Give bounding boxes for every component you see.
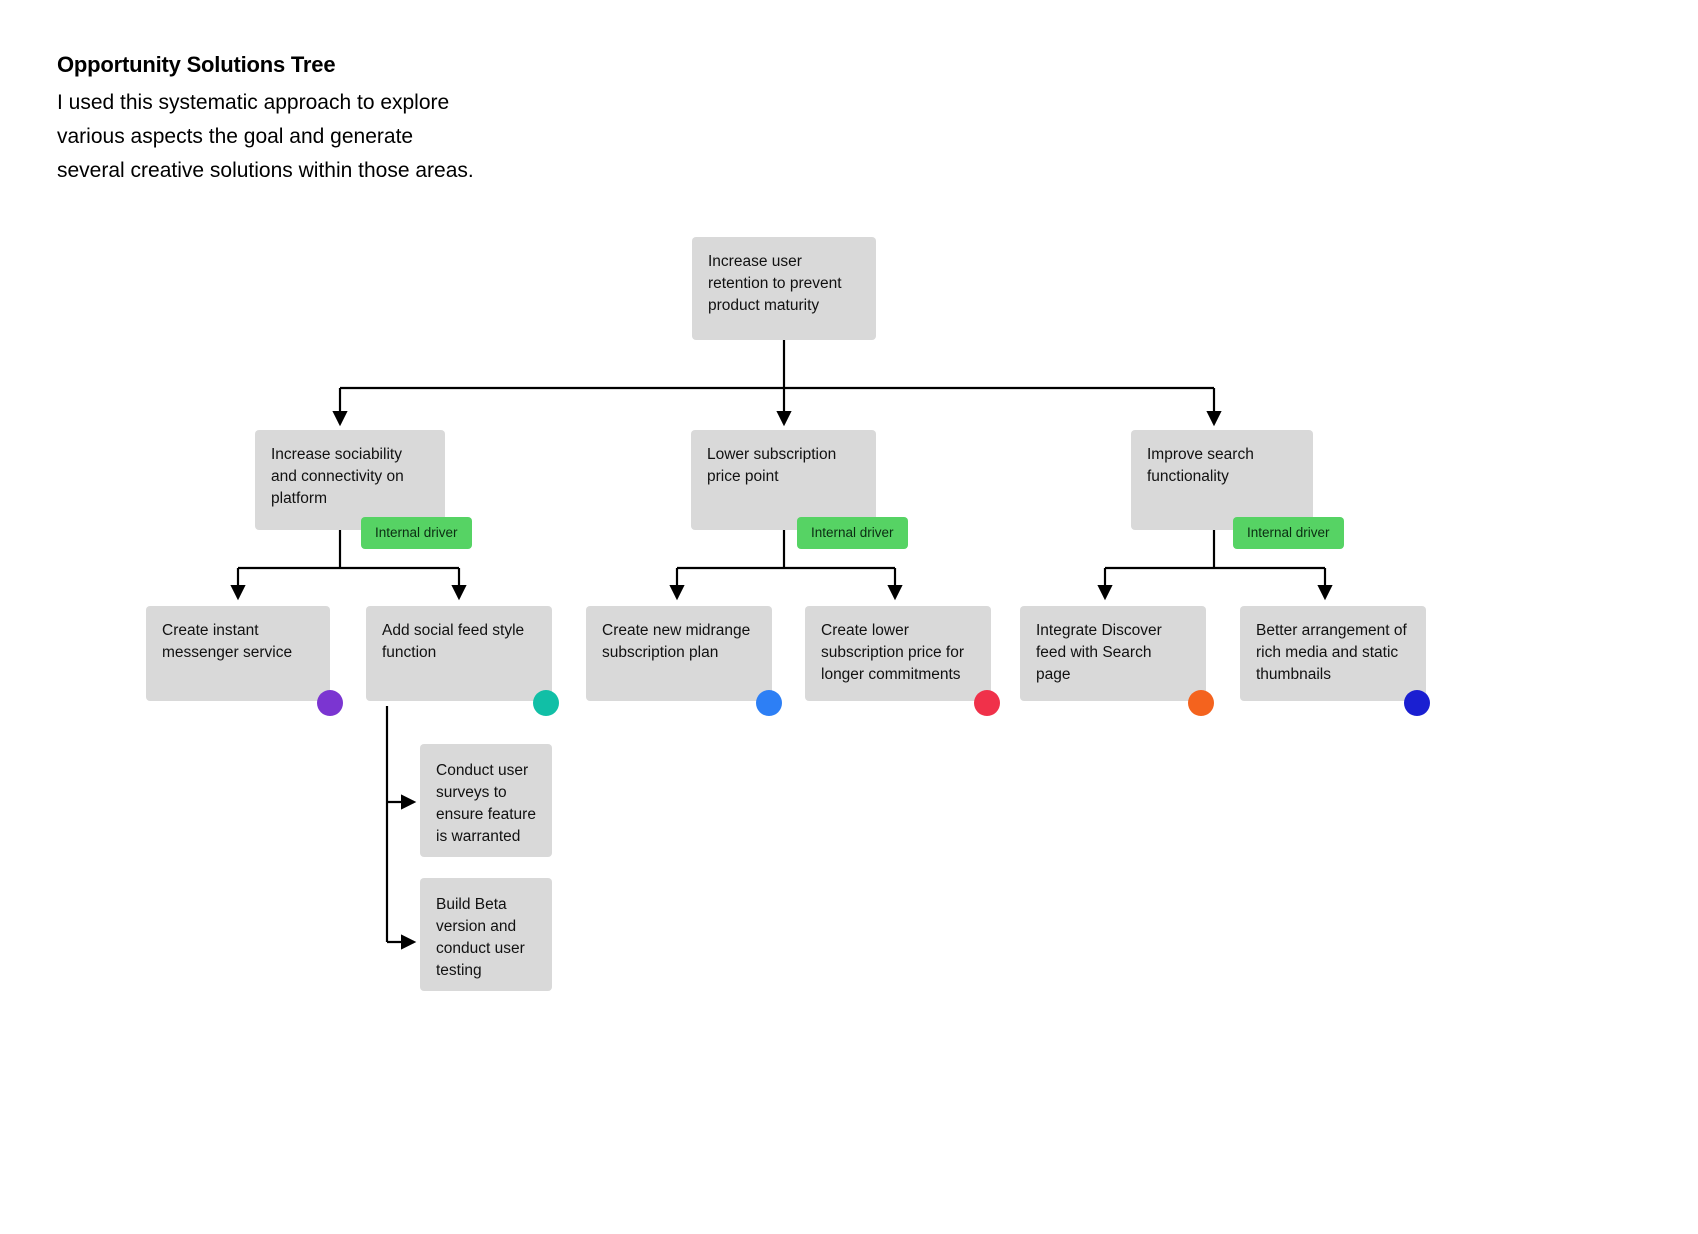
badge-internal-driver-1[interactable]: Internal driver bbox=[361, 517, 472, 549]
node-solution-midrange-plan[interactable]: Create new midrange subscription plan bbox=[586, 606, 772, 701]
page-subtitle: I used this systematic approach to explo… bbox=[57, 91, 474, 183]
node-solution-discover-feed-label: Integrate Discover feed with Search page bbox=[1036, 622, 1162, 683]
node-solution-discover-feed[interactable]: Integrate Discover feed with Search page bbox=[1020, 606, 1206, 701]
dot-navy bbox=[1404, 690, 1430, 716]
node-solution-social-feed-label: Add social feed style function bbox=[382, 622, 525, 661]
node-solution-longer-commitments[interactable]: Create lower subscription price for long… bbox=[805, 606, 991, 701]
node-experiment-user-surveys[interactable]: Conduct user surveys to ensure feature i… bbox=[420, 744, 552, 857]
node-solution-messenger[interactable]: Create instant messenger service bbox=[146, 606, 330, 701]
badge-internal-driver-3[interactable]: Internal driver bbox=[1233, 517, 1344, 549]
node-root-label: Increase user retention to prevent produ… bbox=[708, 253, 842, 314]
node-solution-messenger-label: Create instant messenger service bbox=[162, 622, 293, 661]
badge-internal-driver-3-label: Internal driver bbox=[1247, 525, 1330, 540]
badge-internal-driver-2-label: Internal driver bbox=[811, 525, 894, 540]
node-solution-rich-media-label: Better arrangement of rich media and sta… bbox=[1256, 622, 1407, 683]
node-driver-search-label: Improve search functionality bbox=[1147, 446, 1254, 485]
badge-internal-driver-1-label: Internal driver bbox=[375, 525, 458, 540]
node-driver-sociability[interactable]: Increase sociability and connectivity on… bbox=[255, 430, 445, 530]
node-driver-search[interactable]: Improve search functionality bbox=[1131, 430, 1313, 530]
dot-teal bbox=[533, 690, 559, 716]
node-root[interactable]: Increase user retention to prevent produ… bbox=[692, 237, 876, 340]
node-solution-rich-media[interactable]: Better arrangement of rich media and sta… bbox=[1240, 606, 1426, 701]
node-experiment-beta-testing-label: Build Beta version and conduct user test… bbox=[436, 896, 525, 979]
dot-red bbox=[974, 690, 1000, 716]
badge-internal-driver-2[interactable]: Internal driver bbox=[797, 517, 908, 549]
dot-blue bbox=[756, 690, 782, 716]
node-driver-price-label: Lower subscription price point bbox=[707, 446, 837, 485]
node-solution-longer-commitments-label: Create lower subscription price for long… bbox=[821, 622, 965, 683]
dot-purple bbox=[317, 690, 343, 716]
dot-orange bbox=[1188, 690, 1214, 716]
header-block: Opportunity Solutions Tree I used this s… bbox=[57, 52, 817, 188]
node-solution-social-feed[interactable]: Add social feed style function bbox=[366, 606, 552, 701]
node-driver-sociability-label: Increase sociability and connectivity on… bbox=[271, 446, 404, 507]
node-experiment-beta-testing[interactable]: Build Beta version and conduct user test… bbox=[420, 878, 552, 991]
node-experiment-user-surveys-label: Conduct user surveys to ensure feature i… bbox=[436, 762, 536, 845]
page-title: Opportunity Solutions Tree bbox=[57, 52, 336, 77]
node-driver-price[interactable]: Lower subscription price point bbox=[691, 430, 876, 530]
node-solution-midrange-plan-label: Create new midrange subscription plan bbox=[602, 622, 751, 661]
